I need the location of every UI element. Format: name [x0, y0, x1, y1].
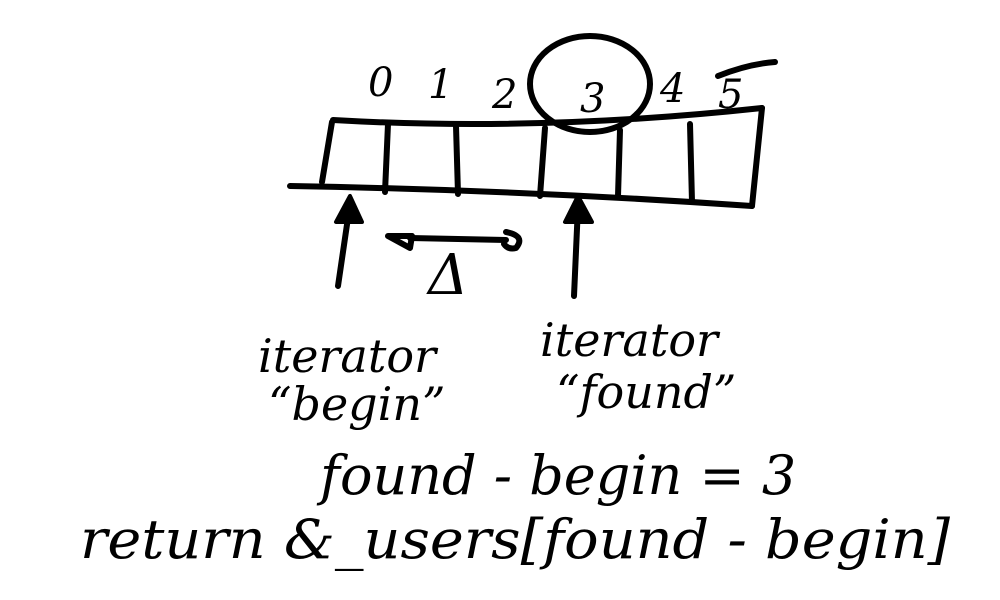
array-index-0: 0	[368, 60, 393, 106]
array-cell-divider	[319, 119, 335, 185]
begin-iterator-label-line2: “begin”	[268, 377, 446, 431]
found-iterator-label-line1: iterator	[540, 313, 721, 367]
array-index-4: 4	[659, 66, 685, 112]
begin-iterator-label-line1: iterator	[258, 329, 439, 383]
index-5-stroke	[715, 59, 778, 79]
return-statement: return &_users[found - begin]	[80, 508, 951, 571]
array-cell-divider	[537, 125, 548, 199]
distance-arrow-left-head	[385, 233, 415, 251]
array-index-2: 2	[491, 72, 517, 118]
array-cell-divider	[615, 127, 623, 199]
found-iterator-label-line2: “found”	[556, 365, 736, 419]
array-index-1: 1	[428, 62, 453, 108]
distance-arrow-right-head	[501, 229, 523, 252]
difference-equation: found - begin = 3	[316, 444, 796, 507]
begin-arrowhead	[334, 194, 364, 224]
highlight-circle	[527, 33, 653, 135]
delta-symbol: Δ	[426, 243, 468, 308]
array-cell-divider	[382, 121, 391, 195]
array-bottom-edge	[287, 183, 755, 209]
array-cell-divider	[453, 123, 461, 197]
found-arrowhead	[563, 194, 594, 224]
distance-arrow-shaft	[407, 235, 509, 243]
array-cell-divider	[687, 121, 695, 205]
array-index-3: 3	[580, 76, 605, 122]
array-right-edge	[749, 105, 765, 209]
